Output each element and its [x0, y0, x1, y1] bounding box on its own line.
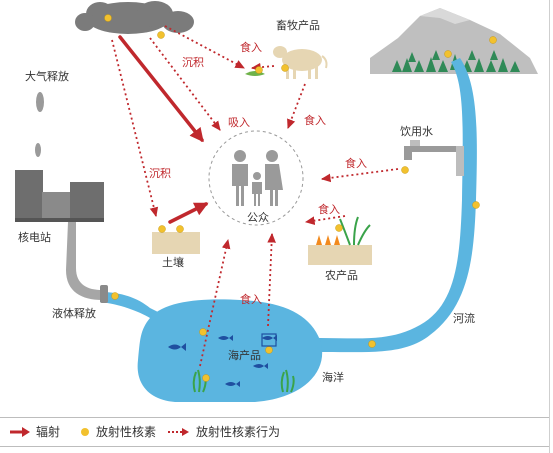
right-border [549, 0, 550, 453]
legend-behavior: 放射性核素行为 [196, 425, 281, 439]
label-soil: 土壤 [162, 256, 184, 269]
cow-icon [273, 46, 328, 79]
label-liquid-release: 液体释放 [52, 307, 96, 320]
radiation-arrows [118, 35, 209, 224]
action-ingest-water: 食入 [345, 157, 367, 170]
legend-nuclide: 放射性核素 [96, 425, 157, 439]
faucet-icon [404, 140, 464, 176]
label-drinking-water: 饮用水 [400, 125, 433, 138]
action-deposit-livestock: 沉积 [182, 56, 204, 69]
seafood-marker [261, 333, 277, 347]
label-public: 公众 [247, 211, 269, 224]
behavior-arrow-icon [168, 428, 189, 436]
radiation-arrow-icon [10, 427, 30, 437]
legend: 辐射 放射性核素 放射性核素行为 [0, 417, 549, 447]
label-nuclear-plant: 核电站 [18, 231, 51, 244]
behavior-arrows [111, 25, 399, 367]
nuclide-dot-icon [81, 428, 89, 436]
action-ingest-livestock: 食入 [240, 41, 262, 54]
water-body [100, 58, 477, 402]
label-atmospheric-release: 大气释放 [25, 70, 69, 83]
soil-block [152, 232, 200, 254]
legend-radiation: 辐射 [36, 425, 61, 439]
nuclide-dots [104, 14, 497, 382]
plume [35, 92, 44, 157]
label-river: 河流 [453, 312, 475, 325]
people-icon [232, 150, 283, 206]
action-ingest-farm: 食入 [318, 203, 340, 216]
cloud-icon [75, 1, 194, 34]
action-inhale: 吸入 [228, 116, 250, 129]
farm-produce-icon [308, 216, 372, 265]
label-ocean: 海洋 [322, 371, 344, 384]
action-ingest-seafood: 食入 [240, 293, 262, 306]
action-ingest-meat: 食入 [304, 114, 326, 127]
label-farm-produce: 农产品 [325, 269, 358, 282]
mountain-icon [370, 8, 538, 74]
label-seafood: 海产品 [228, 349, 261, 362]
seaweed-icon [192, 369, 295, 393]
action-deposit-soil: 沉积 [149, 167, 171, 180]
public-circle [208, 130, 304, 226]
label-livestock: 畜牧产品 [276, 19, 320, 32]
nuclear-plant-icon [15, 170, 108, 303]
fish-icon [168, 335, 277, 387]
